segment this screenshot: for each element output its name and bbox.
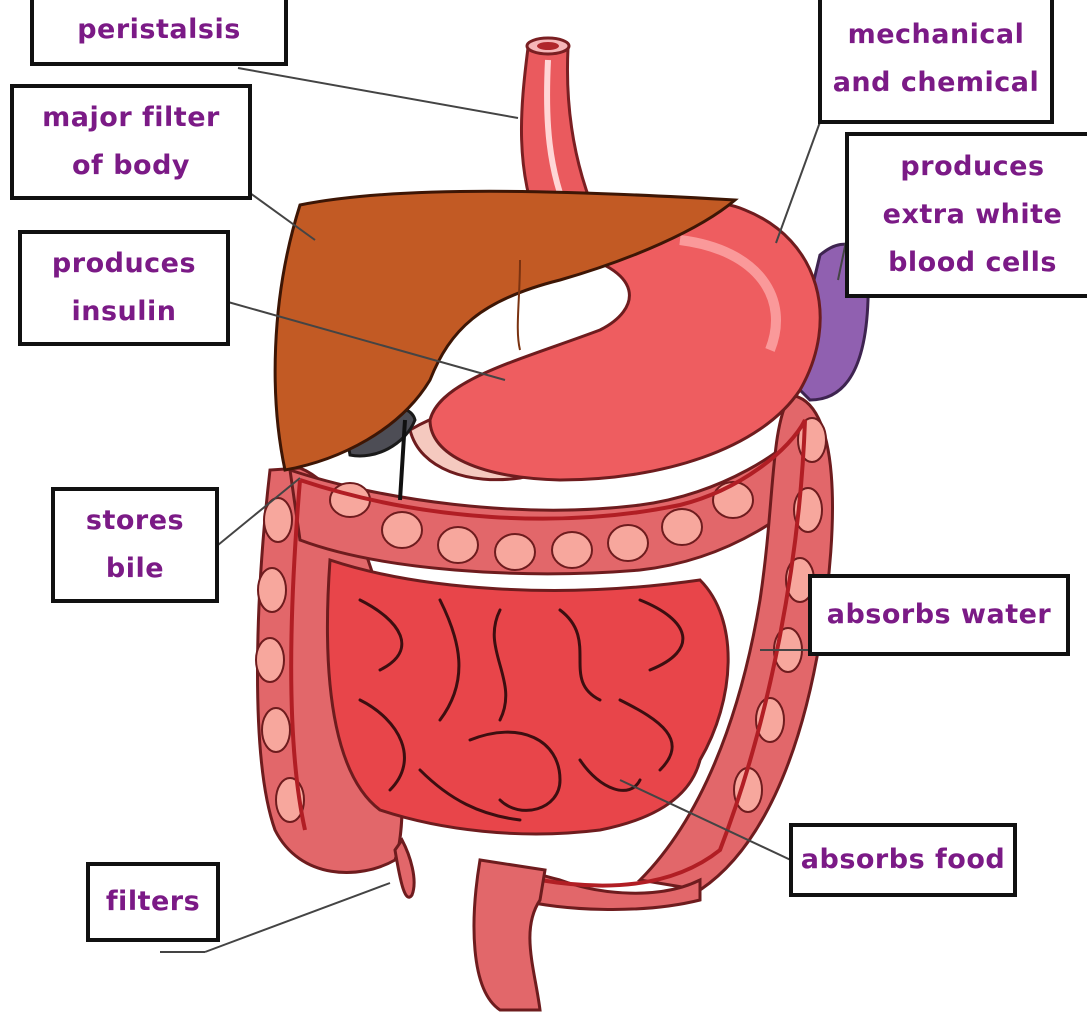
label-line: stores <box>86 497 184 545</box>
label-line: bile <box>106 545 164 593</box>
label-line: major filter <box>42 94 220 142</box>
peristalsis-label: peristalsis <box>30 0 288 66</box>
label-line: absorbs water <box>827 591 1051 639</box>
label-line: peristalsis <box>77 6 241 54</box>
absorbs-food-label: absorbs food <box>789 823 1017 897</box>
label-line: blood cells <box>888 239 1057 287</box>
absorbs-water-label: absorbs water <box>808 574 1070 656</box>
label-line: extra white <box>883 191 1063 239</box>
label-line: absorbs food <box>801 836 1005 884</box>
label-line: filters <box>106 878 200 926</box>
appendix <box>395 840 414 897</box>
label-line: mechanical <box>848 11 1025 59</box>
small-intestine <box>327 560 728 834</box>
label-line: of body <box>72 142 190 190</box>
label-line: produces <box>900 143 1044 191</box>
label-line: and chemical <box>833 59 1040 107</box>
label-line: insulin <box>71 288 176 336</box>
filters-label: filters <box>86 862 220 942</box>
label-line: produces <box>52 240 196 288</box>
rectum <box>474 860 545 1010</box>
